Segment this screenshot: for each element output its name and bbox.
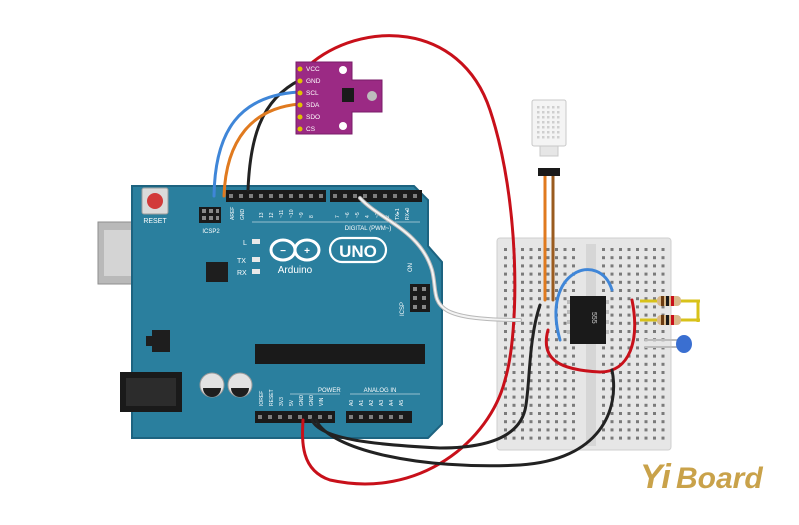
capacitors (199, 372, 253, 398)
pin-label-2: 2 (385, 215, 391, 218)
pin-label-7: 7 (335, 215, 341, 218)
voltage-regulator (152, 330, 170, 352)
pin-label-a5: A5 (399, 400, 405, 406)
humidity-sensor (531, 99, 567, 176)
pin-label-0: RX◂0 (405, 208, 411, 220)
pin-label-gnd: GND (240, 209, 246, 221)
wire-black-gnd-2 (314, 368, 616, 468)
pin-label-5: ~5 (355, 212, 361, 218)
pin-label-reset: RESET (269, 389, 275, 406)
power-header (255, 411, 335, 423)
sensor-pin-vcc: VCC (306, 66, 320, 73)
pin-label-4: 4 (365, 215, 371, 218)
pin-label-a3: A3 (379, 400, 385, 406)
pin-label-11: ~11 (279, 210, 285, 218)
arduino-uno-board: RESET ICSP2 AREF GND 13 12 ~11 ~10 ~9 8 … (97, 185, 443, 439)
pin-label-9: ~9 (299, 212, 305, 218)
sensor-pin-cs: CS (306, 126, 316, 133)
ic-555: 555 (567, 296, 609, 344)
digital-label: DIGITAL (PWM~) (345, 226, 392, 232)
pin-label-8: 8 (309, 215, 315, 218)
power-label: POWER (318, 388, 341, 394)
pin-label-5v: 5V (289, 399, 295, 406)
led-tx-label: TX (237, 258, 246, 265)
svg-text:−: − (280, 246, 286, 257)
atmega-chip (255, 344, 425, 364)
pin-label-a0: A0 (349, 400, 355, 406)
ic-label: 555 (590, 312, 597, 324)
pressure-sensor-module: VCC GND SCL SDA SDO CS (295, 61, 383, 135)
yiboard-watermark: Yi Board (640, 458, 763, 496)
pin-label-a2: A2 (369, 400, 375, 406)
pin-label-3v3: 3V3 (279, 397, 285, 406)
pin-label-a1: A1 (359, 400, 365, 406)
digital-header-left (226, 190, 326, 202)
sensor-pin-gnd: GND (306, 78, 321, 85)
wire-blue-jumper (554, 268, 614, 342)
icsp2-header (199, 207, 221, 223)
pin-label-a4: A4 (389, 400, 395, 406)
watermark-board: Board (676, 462, 763, 495)
icsp-label: ICSP (400, 302, 406, 316)
sensor-pin-sda: SDA (306, 102, 320, 109)
wire-blue-scl (212, 90, 300, 198)
wires (212, 34, 637, 486)
wire-black-sensor (246, 78, 302, 192)
pin-label-12: 12 (269, 212, 275, 218)
digital-header-right (330, 190, 422, 202)
wire-black-gnd-1 (310, 303, 542, 450)
icsp2-label: ICSP2 (202, 229, 220, 235)
board-model: UNO (339, 242, 377, 261)
pin-label-6: ~6 (345, 212, 351, 218)
resistor-bottom (640, 301, 700, 325)
arduino-logo-text: Arduino (278, 265, 313, 276)
led-rx-label: RX (237, 270, 247, 277)
pin-label-1: TX▸1 (395, 208, 401, 220)
svg-text:+: + (304, 246, 310, 257)
sensor-pin-sdo: SDO (306, 114, 320, 121)
on-label: ON (408, 263, 414, 272)
pin-label-aref: AREF (230, 207, 236, 220)
wire-red-vcc (301, 34, 517, 486)
pin-label-vin: VIN (319, 397, 325, 406)
icsp-header (410, 284, 430, 312)
resistor-top (640, 296, 700, 306)
pin-label-gnd1: GND (299, 395, 305, 407)
pin-label-10: ~10 (289, 209, 295, 218)
ceramic-capacitor (645, 335, 692, 353)
analog-header (346, 411, 412, 423)
arduino-logo: − + Arduino UNO (269, 236, 388, 276)
analog-label: ANALOG IN (364, 388, 397, 394)
pin-label-13: 13 (259, 212, 265, 218)
led-l-label: L (243, 240, 247, 247)
pin-label-ioref: IOREF (259, 391, 265, 406)
wire-red-ic (544, 298, 637, 374)
wire-orange-sda (222, 102, 302, 198)
reset-button[interactable] (141, 187, 169, 215)
watermark-yi: Yi (640, 458, 672, 496)
usb-chip (206, 262, 228, 282)
pin-label-gnd2: GND (309, 395, 315, 407)
led-indicators: L TX RX (237, 239, 260, 277)
sensor-pin-scl: SCL (306, 90, 319, 97)
reset-label: RESET (143, 218, 167, 225)
